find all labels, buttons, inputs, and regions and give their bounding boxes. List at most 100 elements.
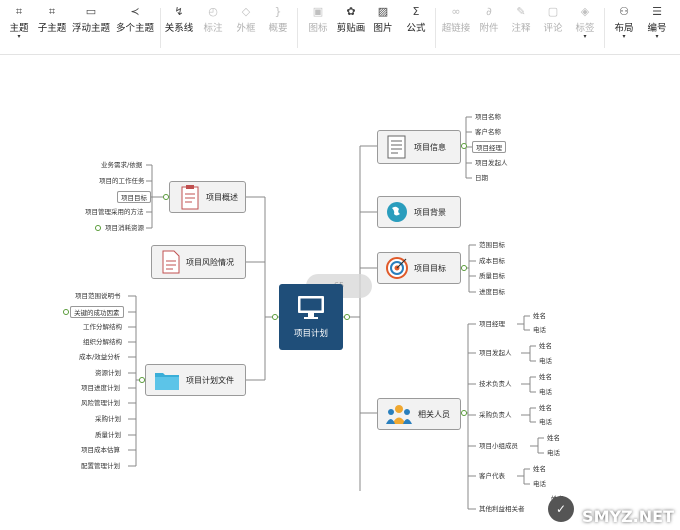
document-icon — [387, 135, 406, 159]
leaf-work-tasks[interactable]: 项目的工作任务 — [99, 177, 145, 185]
topic-project-background[interactable]: 项目背景 — [377, 196, 461, 228]
clipart-button[interactable]: ✿剪贴画 — [334, 4, 368, 34]
subtopic-button[interactable]: ⌗子主题 — [37, 5, 67, 34]
stakeholder-group[interactable]: 项目小组成员 — [479, 442, 518, 450]
leaf-resources-consumed[interactable]: 项目消耗资源 — [105, 224, 144, 232]
leaf-project-goal[interactable]: 项目目标 — [117, 191, 151, 203]
toolbar: ⌗主题▾ ⌗子主题 ▭浮动主题 ≺多个主题 ↯关系线 ◴标注 ◇外框 }概要 ▣… — [0, 0, 680, 55]
multi-topic-icon: ≺ — [130, 5, 140, 18]
leaf-resource-plan[interactable]: 资源计划 — [95, 369, 121, 377]
leaf-success-factors[interactable]: 关键的成功因素 — [70, 306, 124, 318]
toolbar-divider — [160, 8, 161, 48]
topic-project-info[interactable]: 项目信息 — [377, 130, 461, 164]
stakeholder-group[interactable]: 项目经理 — [479, 320, 505, 328]
leaf-name[interactable]: 姓名 — [539, 404, 552, 412]
leaf-name[interactable]: 姓名 — [533, 465, 546, 473]
stakeholder-group[interactable]: 客户代表 — [479, 472, 505, 480]
leaf-date[interactable]: 日期 — [475, 174, 488, 182]
leaf-client-name[interactable]: 客户名称 — [475, 128, 501, 136]
topic-project-risk[interactable]: 项目风险情况 — [151, 245, 246, 279]
toolbar-divider — [297, 8, 298, 48]
topic-label: 项目目标 — [414, 263, 446, 273]
leaf-phone[interactable]: 电话 — [539, 418, 552, 426]
leaf-sponsor[interactable]: 项目发起人 — [475, 159, 508, 167]
leaf-schedule-goal[interactable]: 进度目标 — [479, 288, 505, 296]
topic-icon: ⌗ — [15, 5, 23, 18]
label-button[interactable]: ◴标注 — [199, 4, 227, 34]
frame-button[interactable]: ◇外框 — [232, 4, 260, 34]
leaf-quality-plan[interactable]: 质量计划 — [95, 431, 121, 439]
layout-button[interactable]: ⚇布局▾ — [611, 4, 637, 40]
people-icon — [386, 405, 412, 424]
topic-stakeholders[interactable]: 相关人员 — [377, 398, 461, 430]
leaf-procurement-plan[interactable]: 采购计划 — [95, 415, 121, 423]
document-icon — [162, 250, 180, 274]
leaf-obs[interactable]: 组织分解结构 — [83, 338, 122, 346]
leaf-cost-goal[interactable]: 成本目标 — [479, 257, 505, 265]
dropdown-icon: ▾ — [17, 33, 21, 40]
tag-button[interactable]: ◈标签▾ — [572, 4, 598, 40]
leaf-phone[interactable]: 电话 — [533, 326, 546, 334]
multi-topic-button[interactable]: ≺多个主题 — [113, 4, 157, 34]
leaf-cost-benefit[interactable]: 成本/效益分析 — [79, 353, 121, 361]
floating-topic-button[interactable]: ▭浮动主题 — [71, 5, 110, 34]
leaf-risk-plan[interactable]: 风险管理计划 — [81, 399, 120, 407]
leaf-config-plan[interactable]: 配置管理计划 — [81, 462, 120, 470]
leaf-business-need[interactable]: 业务需求/依据 — [101, 161, 143, 169]
topic-project-overview[interactable]: 项目概述 — [169, 181, 246, 213]
leaf-phone[interactable]: 电话 — [539, 357, 552, 365]
layout-icon: ⚇ — [619, 5, 629, 18]
numbering-button[interactable]: ☰编号▾ — [644, 4, 670, 40]
leaf-phone[interactable]: 电话 — [547, 449, 560, 457]
frame-icon: ◇ — [241, 5, 251, 18]
summary-icon: } — [274, 5, 282, 18]
leaf-phone[interactable]: 电话 — [539, 388, 552, 396]
leaf-project-manager[interactable]: 项目经理 — [472, 141, 506, 153]
leaf-phone[interactable]: 电话 — [533, 480, 546, 488]
leaf-name[interactable]: 姓名 — [539, 373, 552, 381]
icon-button[interactable]: ▣图标 — [304, 4, 332, 34]
leaf-project-name[interactable]: 项目名称 — [475, 113, 501, 121]
toolbar-divider — [604, 8, 605, 48]
leaf-name[interactable]: 姓名 — [539, 342, 552, 350]
leaf-quality-goal[interactable]: 质量目标 — [479, 272, 505, 280]
link-icon: ∞ — [451, 5, 461, 18]
stakeholder-group[interactable]: 技术负责人 — [479, 380, 512, 388]
topic-label: 相关人员 — [418, 409, 450, 419]
clipart-icon: ✿ — [346, 5, 356, 18]
label-icon: ◴ — [208, 5, 218, 18]
hyperlink-button[interactable]: ∞超链接 — [441, 5, 471, 34]
globe-icon — [387, 202, 407, 222]
leaf-management-method[interactable]: 项目管理采用的方法 — [85, 208, 144, 216]
topic-project-goals[interactable]: 项目目标 — [377, 252, 461, 284]
topic-project-documents[interactable]: 项目计划文件 — [145, 364, 246, 396]
attachment-button[interactable]: ∂附件 — [476, 4, 502, 34]
paperclip-icon: ∂ — [486, 5, 492, 18]
leaf-scope-statement[interactable]: 项目范围说明书 — [75, 292, 121, 300]
stakeholder-group[interactable]: 采购负责人 — [479, 411, 512, 419]
topic-label: 项目信息 — [414, 142, 446, 152]
comment-button[interactable]: ▢评论 — [540, 4, 566, 34]
leaf-scope-goal[interactable]: 范围目标 — [479, 241, 505, 249]
root-label: 项目计划 — [293, 329, 328, 339]
leaf-cost-estimate[interactable]: 项目成本估算 — [81, 446, 120, 454]
leaf-schedule-plan[interactable]: 项目进度计划 — [81, 384, 120, 392]
stakeholder-group[interactable]: 项目发起人 — [479, 349, 512, 357]
dropdown-icon: ▾ — [622, 33, 626, 40]
dropdown-icon: ▾ — [583, 33, 587, 40]
leaf-name[interactable]: 姓名 — [533, 312, 546, 320]
dropdown-icon: ▾ — [655, 33, 659, 40]
topic-button[interactable]: ⌗主题▾ — [6, 4, 32, 40]
root-topic[interactable]: 项目计划 — [279, 284, 343, 350]
leaf-wbs[interactable]: 工作分解结构 — [83, 323, 122, 331]
image-button[interactable]: ▨图片 — [370, 4, 396, 34]
relation-icon: ↯ — [174, 5, 184, 18]
target-icon — [386, 257, 408, 279]
leaf-name[interactable]: 姓名 — [547, 434, 560, 442]
summary-button[interactable]: }概要 — [264, 4, 292, 34]
relation-button[interactable]: ↯关系线 — [164, 5, 194, 34]
note-button[interactable]: ✎注释 — [508, 4, 534, 34]
stakeholder-group[interactable]: 其他利益相关者 — [479, 505, 525, 513]
